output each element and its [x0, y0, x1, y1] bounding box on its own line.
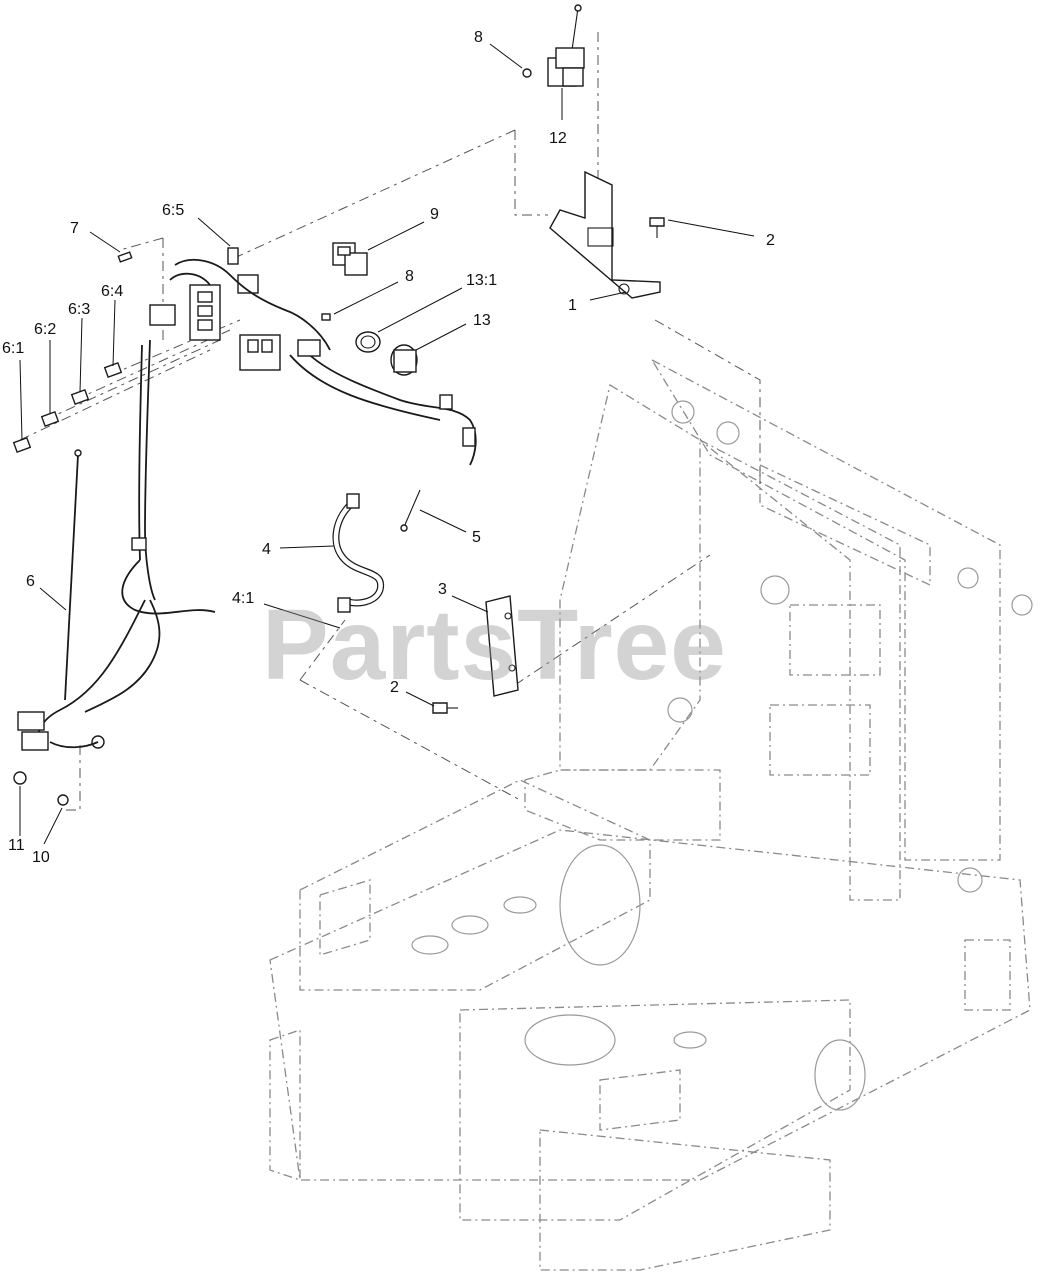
part-13-1-ring — [355, 331, 381, 353]
callout-4-1: 4:1 — [232, 590, 254, 607]
callout-4: 4 — [262, 541, 271, 558]
callout-13-1: 13:1 — [466, 272, 497, 289]
callout-13: 13 — [473, 312, 491, 329]
part-11-nut — [13, 771, 27, 785]
callout-10: 10 — [32, 849, 50, 866]
callout-9: 9 — [430, 206, 439, 223]
callout-11: 11 — [8, 837, 25, 854]
callout-6-4: 6:4 — [101, 283, 123, 300]
part-4-hose — [332, 493, 385, 613]
callout-6-5: 6:5 — [162, 202, 184, 219]
part-2-bolt-lower — [432, 702, 458, 714]
callout-2-lower: 2 — [390, 679, 399, 696]
part-6-5-connector — [227, 247, 239, 265]
part-7-screw — [117, 251, 133, 263]
part-6-lower-harness — [17, 449, 216, 751]
part-8-screw-mid — [321, 313, 331, 321]
callout-1: 1 — [568, 297, 577, 314]
callout-8-top: 8 — [474, 29, 483, 46]
callout-3: 3 — [438, 581, 447, 598]
callout-6-3: 6:3 — [68, 301, 90, 318]
part-2-bolt-top — [649, 217, 665, 238]
tractor-frame — [269, 358, 1033, 1271]
part-13-ignition — [390, 344, 418, 376]
part-6-harness-fuseblock — [138, 258, 477, 601]
callout-8-mid: 8 — [405, 268, 414, 285]
part-1-bracket — [549, 170, 661, 299]
callout-6-1: 6:1 — [2, 340, 24, 357]
part-3-plate — [485, 595, 519, 697]
callout-6: 6 — [26, 573, 35, 590]
part-6-fuses — [12, 362, 123, 453]
part-5-wire — [400, 489, 421, 532]
callouts: 8 12 6:5 9 7 2 8 13:1 1 6:4 6:3 6:2 — [2, 29, 775, 866]
callout-5: 5 — [472, 529, 481, 546]
callout-7: 7 — [70, 220, 79, 237]
callout-12: 12 — [549, 130, 567, 147]
part-9-relays — [332, 242, 368, 276]
part-12-switch — [547, 4, 585, 87]
callout-2-right: 2 — [766, 232, 775, 249]
callout-6-2: 6:2 — [34, 321, 56, 338]
part-8-screw-top — [522, 68, 532, 78]
part-10-washer — [57, 794, 69, 806]
